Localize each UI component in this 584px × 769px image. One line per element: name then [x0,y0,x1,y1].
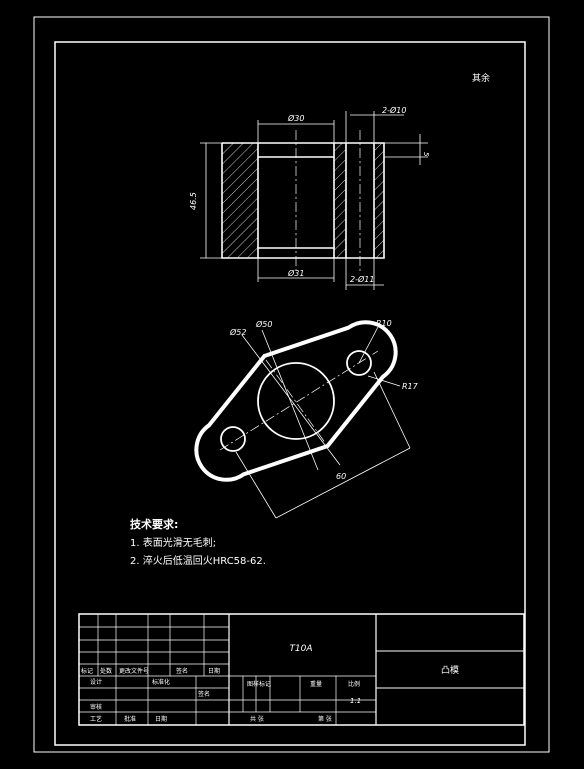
dim-step: 5 [422,152,430,157]
approve-label: 批准 [124,715,136,723]
tech-requirements: 技术要求: 1. 表面光滑无毛刺; 2. 淬火后低温回火HRC58-62. [130,517,266,567]
stage-label: 图样标记 [247,680,271,688]
scale-value: 1:1 [350,697,361,705]
tech-line-2: 2. 淬火后低温回火HRC58-62. [130,554,266,567]
section-hatch-mid [334,143,346,258]
center-bore [257,362,335,440]
tech-line-1: 1. 表面光滑无毛刺; [130,536,216,549]
dim-radius-lug: R17 [402,382,419,391]
section-hatch-right [374,143,384,258]
material: T10A [289,644,312,654]
inner-frame [54,41,526,746]
sign-label: 签名 [198,690,210,698]
dim-outer: Ø52 [229,327,246,337]
dim-center-distance: 60 [336,472,346,481]
plan-outline [194,320,398,482]
section-view: Ø30 2-Ø10 5 46.5 Ø31 2-Ø11 [189,105,430,290]
corner-label: 其余 [472,72,490,84]
title-block [78,613,525,726]
date-label: 日期 [155,715,167,723]
outer-frame [33,16,550,753]
hole-right [346,350,372,376]
row-process: 工艺 [90,715,102,723]
title-block-text: T10A 凸模 标记 处数 更改文件号 签名 日期 设计 审核 工艺 标准化 日… [81,644,459,723]
part-name: 凸模 [441,665,459,676]
dim-height: 46.5 [189,192,198,210]
dim-bore: Ø50 [255,319,272,329]
rev-label-mark: 标记 [81,667,93,675]
row-review: 审核 [90,703,102,711]
tech-heading: 技术要求: [130,517,178,531]
rev-label-count: 处数 [100,667,112,675]
row-design: 设计 [90,678,102,686]
std-label: 标准化 [152,678,170,686]
scale-label: 比例 [348,680,360,688]
sheet-label: 共 张 [250,715,264,723]
rev-label-date: 日期 [208,667,220,675]
dim-holes: 2-Ø10 [382,105,406,115]
rev-label-doc: 更改文件号 [119,667,149,675]
rev-label-sign: 签名 [176,667,188,675]
sheet-no-label: 第 张 [318,715,332,723]
section-hatch-left [222,143,258,258]
weight-label: 重量 [310,680,322,688]
dim-top-bore: Ø30 [287,113,304,123]
dim-radius-hole: R10 [376,319,392,328]
hole-left [220,426,246,452]
dim-bottom-bore: Ø31 [287,268,304,278]
dim-holes-bottom: 2-Ø11 [350,274,374,284]
plan-view: Ø52 Ø50 R10 R17 60 [194,319,419,519]
